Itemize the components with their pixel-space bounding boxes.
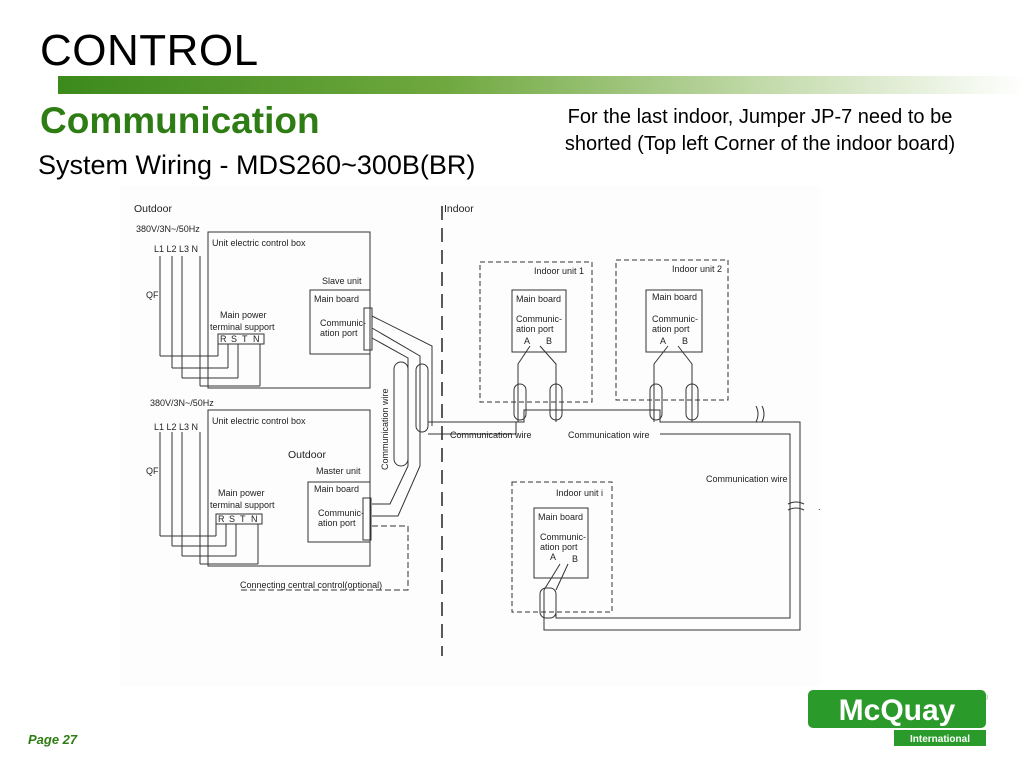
note-line-2: shorted (Top left Corner of the indoor b… <box>564 133 956 155</box>
indoor-2-port-a: A <box>660 336 666 346</box>
terminal-n-2: N <box>251 514 258 524</box>
mcquay-logo: McQuay ® International <box>808 690 988 748</box>
terminal-support-label-2: terminal support <box>210 500 275 510</box>
master-main-board-label: Main board <box>314 484 359 494</box>
terminal-t-2: T <box>240 514 246 524</box>
indoor-2-comm-1: Communic- <box>652 314 698 324</box>
indoor-1-main-board: Main board <box>516 294 561 304</box>
jumper-note: For the last indoor, Jumper JP-7 need to… <box>520 104 1000 158</box>
indoor-1-port-a: A <box>524 336 530 346</box>
indoor-unit-2-label: Indoor unit 2 <box>672 264 722 274</box>
master-comm-port-1: Communic- <box>318 508 364 518</box>
central-control-label: Connecting central control(optional) <box>240 580 382 590</box>
indoor-i-main-board: Main board <box>538 512 583 522</box>
indoor-1-port-b: B <box>546 336 552 346</box>
ecb-label-1: Unit electric control box <box>212 238 306 248</box>
note-line-1: For the last indoor, Jumper JP-7 need to… <box>567 106 953 128</box>
terminal-t-1: T <box>242 334 248 344</box>
phases-label-1: L1 L2 L3 N <box>154 244 198 254</box>
supply-label-1: 380V/3N~/50Hz <box>136 224 200 234</box>
slave-main-board <box>309 289 371 355</box>
master-comm-port-2: ation port <box>318 518 356 528</box>
terminal-r-1: R <box>220 334 227 344</box>
slave-comm-port-2: ation port <box>320 328 358 338</box>
indoor-unit-2-box <box>615 259 729 401</box>
phases-label-2: L1 L2 L3 N <box>154 422 198 432</box>
comm-wire-vertical-label: Communication wire <box>380 388 390 470</box>
svg-text:International: International <box>910 734 970 745</box>
terminal-s-1: S <box>231 334 237 344</box>
outdoor-box-label: Outdoor <box>288 449 326 461</box>
ecb-label-2: Unit electric control box <box>212 416 306 426</box>
terminal-support-label-1: terminal support <box>210 322 275 332</box>
comm-wire-label-2: Communication wire <box>568 430 650 440</box>
comm-wire-label-1: Communication wire <box>450 430 532 440</box>
svg-text:®: ® <box>982 693 988 702</box>
indoor-unit-i-label: Indoor unit i <box>556 488 603 498</box>
slave-main-board-label: Main board <box>314 294 359 304</box>
indoor-i-comm-2: ation port <box>540 542 578 552</box>
indoor-2-port-b: B <box>682 336 688 346</box>
indoor-2-comm-2: ation port <box>652 324 690 334</box>
terminal-r-2: R <box>218 514 225 524</box>
indoor-i-port-b: B <box>572 554 578 564</box>
qf-label-2: QF <box>146 466 159 476</box>
indoor-unit-1-box <box>479 261 593 403</box>
wiring-heading: System Wiring - MDS260~300B(BR) <box>38 150 476 180</box>
title-underline-bar <box>58 76 1024 94</box>
indoor-label: Indoor <box>444 203 474 215</box>
master-unit-label: Master unit <box>316 466 361 476</box>
page-title: CONTROL <box>40 26 259 75</box>
indoor-unit-1-label: Indoor unit 1 <box>534 266 584 276</box>
section-subtitle: Communication <box>40 100 320 141</box>
comm-wire-label-3: Communication wire <box>706 474 788 484</box>
indoor-2-main-board: Main board <box>652 292 697 302</box>
master-main-board <box>307 481 371 543</box>
indoor-1-comm-2: ation port <box>516 324 554 334</box>
main-power-label-2: Main power <box>218 488 265 498</box>
slave-unit-label: Slave unit <box>322 276 362 286</box>
indoor-i-comm-1: Communic- <box>540 532 586 542</box>
diagram-labels: Outdoor Indoor 380V/3N~/50Hz L1 L2 L3 N … <box>134 203 820 590</box>
terminal-s-2: S <box>229 514 235 524</box>
indoor-unit-i-box <box>511 481 613 613</box>
wiring-diagram-svg: Outdoor Indoor 380V/3N~/50Hz L1 L2 L3 N … <box>134 203 820 656</box>
main-power-label-1: Main power <box>220 310 267 320</box>
indoor-1-comm-1: Communic- <box>516 314 562 324</box>
page-number: Page 27 <box>28 732 78 747</box>
svg-text:McQuay: McQuay <box>839 694 956 727</box>
qf-label-1: QF <box>146 290 159 300</box>
ellipsis-label: ...... <box>818 502 820 512</box>
supply-label-2: 380V/3N~/50Hz <box>150 398 214 408</box>
terminal-n-1: N <box>253 334 260 344</box>
outdoor-label: Outdoor <box>134 203 172 215</box>
slave-comm-port-1: Communic- <box>320 318 366 328</box>
wiring-diagram: Outdoor Indoor 380V/3N~/50Hz L1 L2 L3 N … <box>120 186 820 686</box>
indoor-i-port-a: A <box>550 552 556 562</box>
